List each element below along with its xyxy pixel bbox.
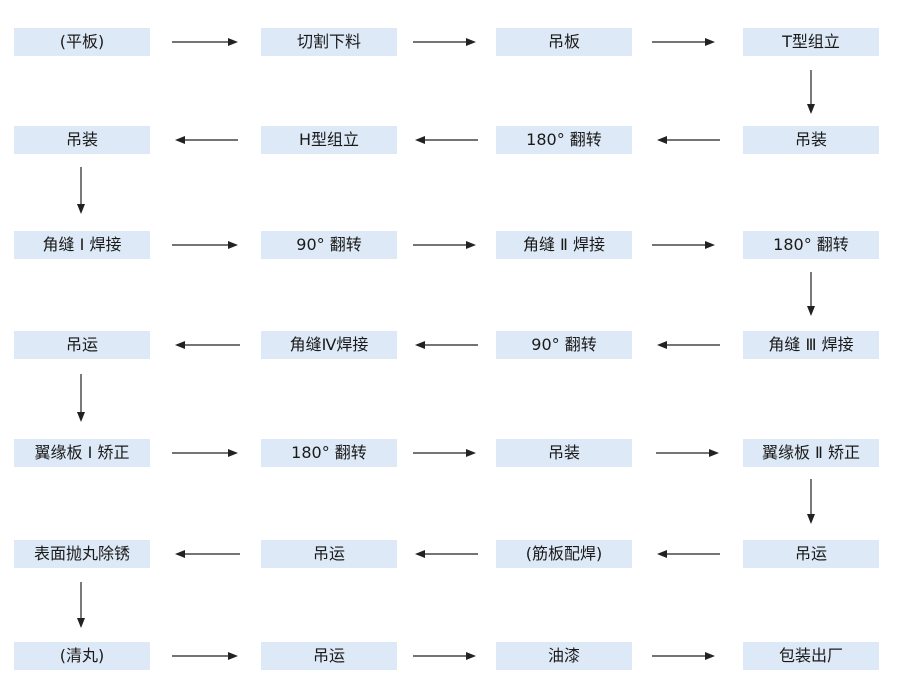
step-fillet-weld-2: 角缝 Ⅱ 焊接 xyxy=(496,231,632,259)
arrow-r3-2-right xyxy=(413,241,476,249)
step-flip-180-2: 180° 翻转 xyxy=(743,231,879,259)
step-shot-cleaning: (清丸) xyxy=(14,642,150,670)
arrow-r7-2-right xyxy=(413,652,476,660)
step-stiffener-weld: (筋板配焊) xyxy=(496,540,632,568)
step-lift-plate: 吊板 xyxy=(496,28,632,56)
arrow-c4-3-down xyxy=(807,272,815,316)
arrow-r7-1-right xyxy=(172,652,238,660)
step-transport-2: 吊运 xyxy=(261,540,397,568)
arrow-r1-1-right xyxy=(172,38,238,46)
step-hoisting-1: 吊装 xyxy=(14,126,150,154)
step-fillet-weld-1: 角缝 Ⅰ 焊接 xyxy=(14,231,150,259)
step-flip-90-1: 90° 翻转 xyxy=(261,231,397,259)
step-h-assembly: H型组立 xyxy=(261,126,397,154)
step-shot-blast-derust: 表面抛丸除锈 xyxy=(14,540,150,568)
arrow-c1-6-down xyxy=(77,582,85,628)
arrow-r1-3-right xyxy=(652,38,715,46)
arrow-c4-1-down xyxy=(807,70,815,114)
step-cutting-blanking: 切割下料 xyxy=(261,28,397,56)
arrow-r2-1-left xyxy=(175,136,238,144)
arrow-r6-3-left xyxy=(657,550,720,558)
step-flat-plate: (平板) xyxy=(14,28,150,56)
arrow-r2-3-left xyxy=(657,136,720,144)
step-transport-4: 吊运 xyxy=(261,642,397,670)
arrow-r3-3-right xyxy=(652,241,715,249)
step-painting: 油漆 xyxy=(496,642,632,670)
step-transport-3: 吊运 xyxy=(743,540,879,568)
step-flip-180-3: 180° 翻转 xyxy=(261,439,397,467)
arrow-r7-3-right xyxy=(652,652,715,660)
arrow-r6-1-left xyxy=(175,550,240,558)
step-packing-delivery: 包装出厂 xyxy=(743,642,879,670)
step-hoisting-2: 吊装 xyxy=(743,126,879,154)
arrow-r6-2-left xyxy=(415,550,478,558)
step-flip-180-1: 180° 翻转 xyxy=(496,126,632,154)
arrow-r5-1-right xyxy=(172,449,238,457)
arrow-r5-3-right xyxy=(656,449,719,457)
arrow-r4-1-left xyxy=(175,341,240,349)
arrow-c1-4-down xyxy=(77,374,85,422)
step-fillet-weld-3: 角缝 Ⅲ 焊接 xyxy=(743,331,879,359)
step-transport-1: 吊运 xyxy=(14,331,150,359)
step-flange-straighten-2: 翼缘板 Ⅱ 矫正 xyxy=(743,439,879,467)
step-t-assembly: T型组立 xyxy=(743,28,879,56)
arrow-r1-2-right xyxy=(413,38,476,46)
arrow-r3-1-right xyxy=(172,241,238,249)
arrow-r4-3-left xyxy=(657,341,720,349)
arrow-r5-2-right xyxy=(413,449,476,457)
step-flip-90-2: 90° 翻转 xyxy=(496,331,632,359)
step-fillet-weld-4: 角缝Ⅳ焊接 xyxy=(261,331,397,359)
step-hoisting-3: 吊装 xyxy=(496,439,632,467)
arrow-c1-2-down xyxy=(77,167,85,214)
step-flange-straighten-1: 翼缘板 Ⅰ 矫正 xyxy=(14,439,150,467)
arrow-r2-2-left xyxy=(415,136,478,144)
arrow-c4-5-down xyxy=(807,479,815,524)
arrow-r4-2-left xyxy=(415,341,478,349)
